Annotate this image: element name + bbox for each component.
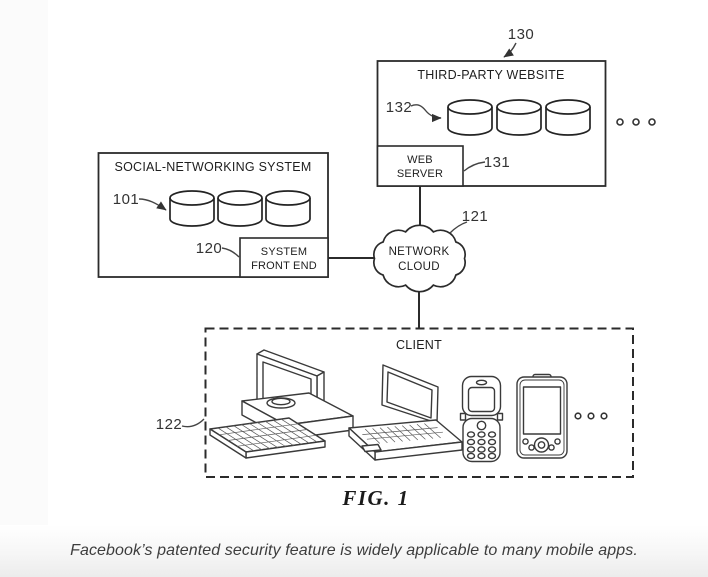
third-party-databases (447, 99, 591, 136)
network-cloud-icon: NETWORK CLOUD (373, 224, 466, 293)
ref-101-label: 101 (113, 191, 140, 208)
database-icon (496, 99, 542, 136)
third-party-website-title: THIRD-PARTY WEBSITE (417, 68, 564, 82)
ref-121-leader (449, 221, 468, 234)
ref-132-arrow (410, 104, 442, 123)
client-title: CLIENT (396, 338, 442, 352)
ref-130: 130 (503, 26, 535, 58)
web-server-label-line2: SERVER (397, 168, 443, 180)
database-icon (169, 190, 215, 227)
ref-121-label: 121 (462, 208, 489, 225)
ellipsis-icon (616, 118, 656, 126)
ref-120-label: 120 (196, 240, 223, 257)
page-edge-shading (0, 0, 48, 577)
cloud-outline (373, 224, 466, 293)
client-border (204, 327, 634, 478)
ref-131: 131 (463, 154, 511, 172)
ref-120-leader (221, 247, 240, 258)
system-front-end-label-line2: FRONT END (251, 260, 317, 272)
laptop-icon (348, 364, 463, 461)
flip-phone-icon (459, 375, 504, 463)
ref-130-label: 130 (508, 26, 535, 43)
social-networking-system-box: SOCIAL-NETWORKING SYSTEM SYSTEM FRONT EN… (97, 152, 329, 278)
ref-132-label: 132 (386, 99, 413, 116)
system-front-end-box (239, 237, 329, 278)
social-databases (169, 190, 311, 227)
caption-bar: Facebook’s patented security feature is … (0, 525, 708, 577)
ref-132: 132 (386, 99, 442, 123)
ref-131-leader (463, 161, 486, 172)
system-front-end-label-line1: SYSTEM (261, 246, 307, 258)
ref-131-label: 131 (484, 154, 511, 171)
ref-122-label: 122 (156, 416, 183, 433)
database-icon (545, 99, 591, 136)
ref-120: 120 (196, 240, 240, 258)
ref-121: 121 (449, 208, 489, 234)
keyboard-key-columns (217, 418, 318, 452)
database-icon (217, 190, 263, 227)
ref-122-leader (181, 418, 205, 428)
ref-101: 101 (113, 191, 167, 211)
desktop-computer-icon (209, 349, 354, 459)
ref-130-arrow (503, 42, 517, 58)
third-party-website-box: THIRD-PARTY WEBSITE WEB SERVER (376, 60, 607, 187)
connector-lines (328, 186, 421, 328)
network-cloud-label-line1: NETWORK (389, 246, 450, 258)
web-server-box (376, 145, 464, 187)
ellipsis-icon (574, 412, 608, 420)
figure-label: FIG. 1 (341, 486, 409, 510)
laptop-key-columns (365, 423, 441, 444)
patent-diagram: THIRD-PARTY WEBSITE WEB SERVER SOCIAL-NE… (97, 26, 656, 510)
phone-keypad (466, 431, 497, 460)
client-box: CLIENT (204, 327, 634, 478)
web-server-label-line1: WEB (407, 154, 433, 166)
caption-text: Facebook’s patented security feature is … (70, 542, 638, 559)
ref-101-arrow (138, 198, 167, 211)
ref-122: 122 (156, 416, 205, 433)
database-icon (447, 99, 493, 136)
network-cloud-label-line2: CLOUD (398, 261, 440, 273)
database-icon (265, 190, 311, 227)
social-networking-system-title: SOCIAL-NETWORKING SYSTEM (115, 160, 312, 174)
pda-icon (516, 373, 568, 459)
